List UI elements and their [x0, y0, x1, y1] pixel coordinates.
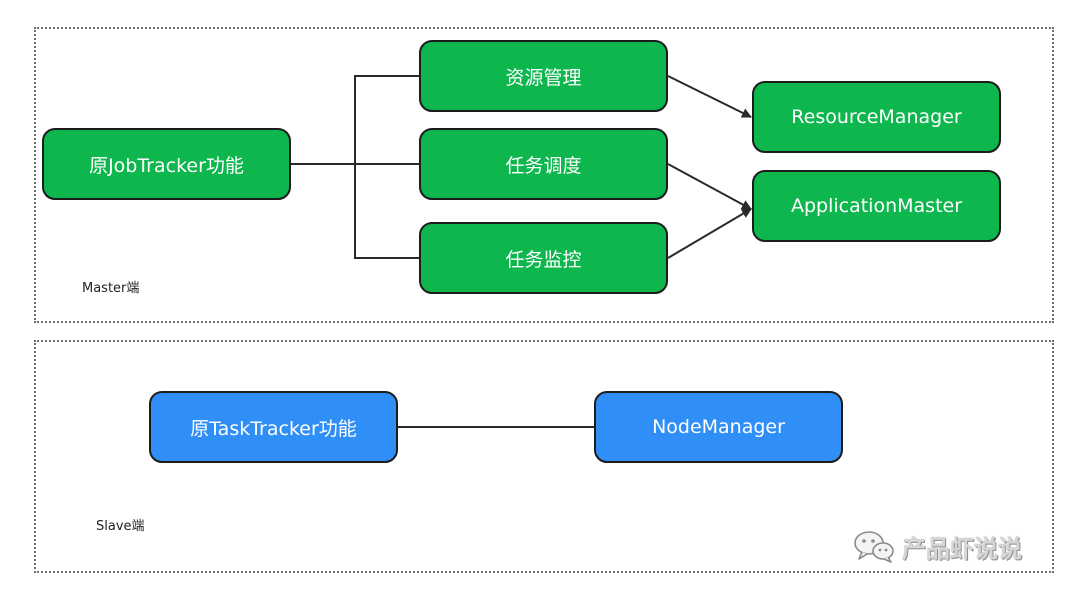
node-nodemanager-label: NodeManager: [652, 416, 785, 438]
arrow-monitoring-to-applicationmaster: [667, 208, 752, 259]
node-jobtracker-label: 原JobTracker功能: [89, 154, 244, 177]
master-region-label: Master端: [82, 281, 140, 296]
wechat-icon: [854, 531, 894, 563]
node-applicationmaster: ApplicationMaster: [752, 170, 1001, 242]
node-jobtracker: 原JobTracker功能: [42, 128, 291, 200]
node-resource-management: 资源管理: [419, 40, 668, 112]
watermark: 产品虾说说: [852, 528, 1022, 564]
connector-to-resource-mgmt: [354, 75, 419, 164]
node-task-monitoring: 任务监控: [419, 222, 668, 294]
node-task-monitoring-label: 任务监控: [505, 248, 582, 271]
node-nodemanager: NodeManager: [594, 391, 843, 463]
node-applicationmaster-label: ApplicationMaster: [790, 195, 963, 217]
arrow-scheduling-to-applicationmaster: [667, 163, 752, 210]
node-resourcemanager: ResourceManager: [752, 81, 1001, 153]
jobtracker-branch-connector: [291, 75, 419, 259]
node-tasktracker-label: 原TaskTracker功能: [190, 417, 357, 440]
slave-region-label: Slave端: [96, 519, 145, 534]
node-task-scheduling-label: 任务调度: [505, 154, 582, 177]
watermark-text: 产品虾说说: [902, 534, 1022, 563]
connector-to-monitoring: [354, 164, 419, 259]
arrows: [667, 75, 752, 259]
arrow-resource-mgmt-to-resourcemanager: [667, 75, 752, 118]
node-tasktracker: 原TaskTracker功能: [149, 391, 398, 463]
node-task-scheduling: 任务调度: [419, 128, 668, 200]
node-resourcemanager-label: ResourceManager: [791, 106, 962, 128]
node-resource-management-label: 资源管理: [505, 66, 582, 89]
